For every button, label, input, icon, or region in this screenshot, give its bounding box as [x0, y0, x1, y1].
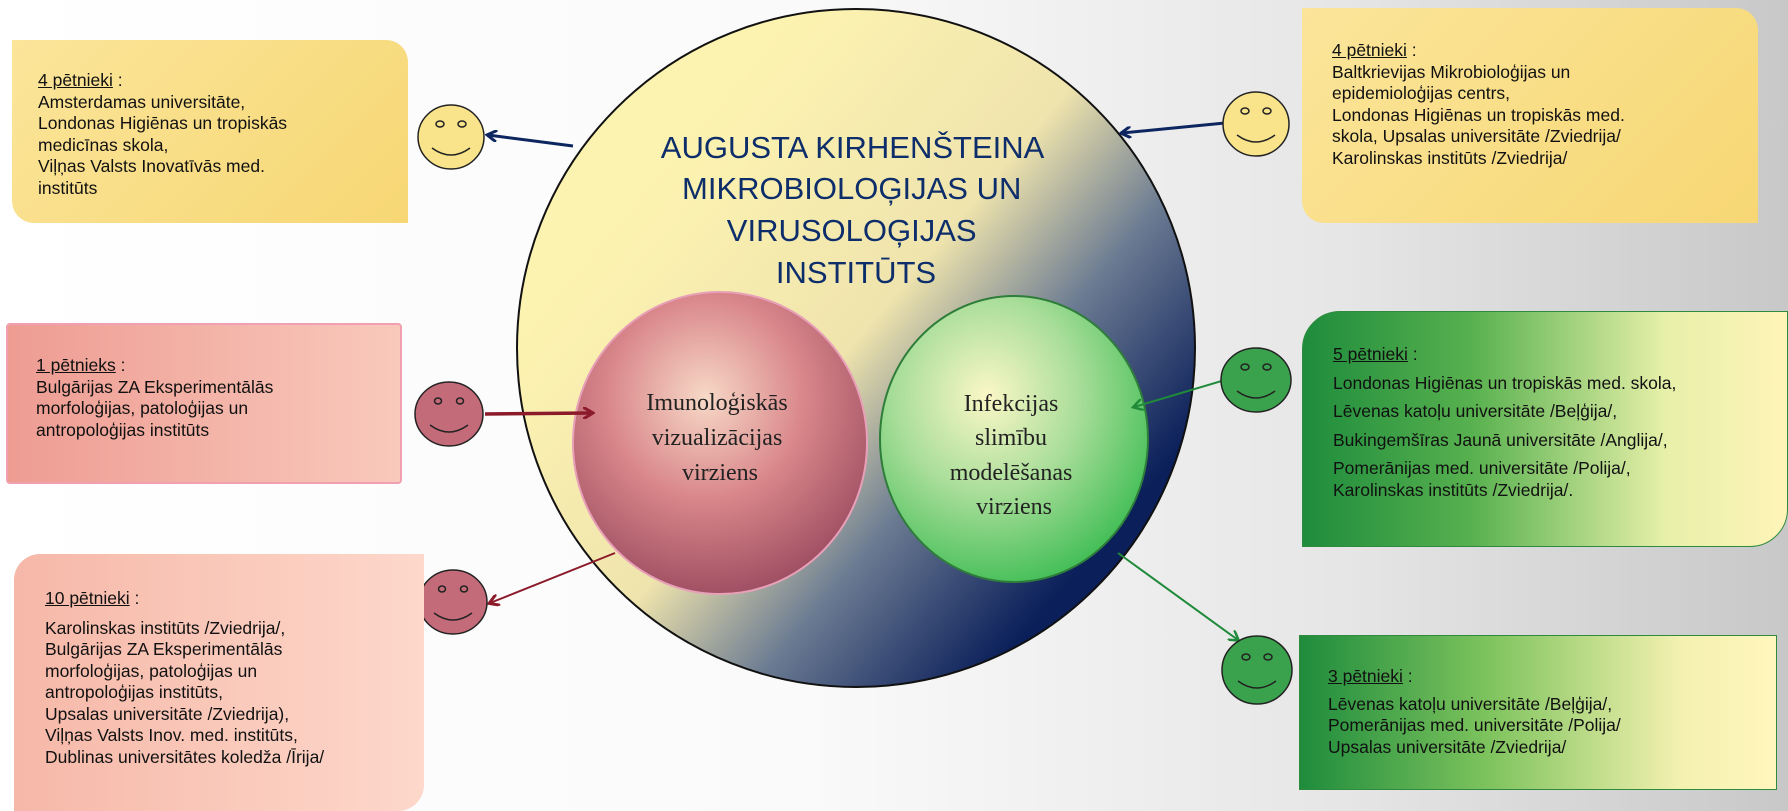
box-line: antropoloģijas institūts	[36, 419, 210, 440]
infection-label-line: slimību	[975, 425, 1047, 451]
immunology-label: Imunoloģiskās vizualizācijas virziens	[646, 390, 793, 486]
partners-box-bottom-left: 10 pētnieki : Karolinskas institūts /Zvi…	[14, 554, 424, 811]
partners-box-top-right: 4 pētnieki : Baltkrievijas Mikrobioloģij…	[1302, 8, 1758, 223]
box-line: institūts	[38, 177, 98, 198]
box-line: Karolinskas institūts /Zviedrija/	[1332, 147, 1568, 168]
box-line: Upsalas universitāte /Zviedrija),	[45, 703, 290, 724]
immunology-label-line: vizualizācijas	[652, 425, 783, 451]
smiley-icon	[1222, 91, 1290, 157]
smiley-icon	[1220, 347, 1292, 413]
infection-label-line: modelēšanas	[950, 460, 1073, 486]
box-heading: 4 pētnieki	[38, 70, 113, 90]
immunology-label-line: Imunoloģiskās	[646, 390, 787, 416]
box-heading: 5 pētnieki	[1333, 344, 1408, 364]
box-line: antropoloģijas institūts,	[45, 682, 224, 702]
box-heading-suffix: :	[1402, 666, 1413, 686]
institute-title-line: AUGUSTA KIRHENŠTEINA	[661, 130, 1045, 165]
partners-box-top-left: 4 pētnieki : Amsterdamas universitāte, L…	[12, 40, 408, 223]
infection-label: Infekcijas slimību modelēšanas virziens	[950, 391, 1079, 520]
box-line: Londonas Higiēnas un tropiskās med. skol…	[1333, 372, 1677, 393]
institute-title-line: VIRUSOLOĢIJAS	[727, 213, 977, 248]
box-line: medicīnas skola,	[38, 134, 169, 155]
arrow-bottom-right	[1117, 552, 1238, 640]
box-line: Lēvenas katoļu universitāte /Beļģija/,	[1328, 693, 1613, 714]
box-line: Viļņas Valsts Inovatīvās med.	[38, 156, 265, 176]
box-line: Karolinskas institūts /Zviedrija/,	[45, 617, 286, 638]
box-line: skola, Upsalas universitāte /Zviedrija/	[1332, 126, 1621, 146]
box-heading-suffix: :	[115, 355, 126, 375]
institute-title: AUGUSTA KIRHENŠTEINA MIKROBIOLOĢIJAS UN …	[661, 130, 1051, 290]
smiley-icon	[1221, 635, 1293, 705]
arrow-top-left	[488, 135, 574, 148]
smiley-icon	[417, 104, 485, 170]
box-line: Upsalas universitāte /Zviedrija/	[1328, 736, 1567, 757]
box-line: Pomerānijas med. universitāte /Polija/	[1328, 715, 1621, 735]
box-heading-suffix: :	[1407, 344, 1418, 364]
box-line: Bukingemšīras Jaunā universitāte /Anglij…	[1333, 429, 1668, 450]
smiley-icon	[414, 381, 484, 447]
partners-box-mid-right: 5 pētnieki : Londonas Higiēnas un tropis…	[1302, 311, 1788, 547]
box-line: morfoloģijas, patoloģijas un	[45, 660, 258, 681]
box-heading: 10 pētnieki	[45, 588, 130, 608]
box-heading-suffix: :	[112, 70, 123, 90]
arrow-top-right	[1122, 121, 1226, 133]
box-line: Londonas Higiēnas un tropiskās	[38, 113, 288, 133]
box-heading: 3 pētnieki	[1328, 666, 1403, 686]
box-line: Bulgārijas ZA Eksperimentālās	[45, 639, 283, 659]
box-line: Amsterdamas universitāte,	[38, 91, 246, 112]
box-line: Baltkrievijas Mikrobioloģijas un	[1332, 61, 1571, 82]
immunology-label-line: virziens	[682, 460, 758, 486]
box-heading-line: 5 pētnieki :	[1333, 344, 1773, 366]
arrow-mid-left	[484, 413, 592, 414]
arrow-mid-right	[1134, 379, 1226, 407]
box-line: Lēvenas katoļu universitāte /Beļģija/,	[1333, 401, 1618, 421]
box-heading-suffix: :	[1406, 40, 1417, 60]
box-line: epidemioloģijas centrs,	[1332, 83, 1511, 103]
box-line: Bulgārijas ZA Eksperimentālās	[36, 376, 274, 397]
infection-label-line: Infekcijas	[964, 391, 1059, 417]
box-heading-line: 4 pētnieki :	[38, 70, 394, 92]
partners-box-bottom-right: 3 pētnieki : Lēvenas katoļu universitāte…	[1299, 635, 1777, 790]
partners-box-mid-left: 1 pētnieks : Bulgārijas ZA Eksperimentāl…	[6, 323, 402, 484]
box-line: Londonas Higiēnas un tropiskās med.	[1332, 104, 1625, 125]
box-heading-line: 10 pētnieki :	[45, 588, 410, 610]
box-heading-suffix: :	[129, 588, 140, 608]
box-line: morfoloģijas, patoloģijas un	[36, 398, 249, 418]
box-heading: 4 pētnieki	[1332, 40, 1407, 60]
box-heading-line: 3 pētnieki :	[1328, 666, 1762, 688]
institute-title-line: INSTITŪTS	[776, 255, 936, 290]
box-heading: 1 pētnieks	[36, 355, 116, 375]
infection-label-line: virziens	[976, 494, 1052, 520]
box-line: Karolinskas institūts /Zviedrija/.	[1333, 479, 1574, 500]
smiley-icon	[418, 569, 488, 635]
box-line: Pomerānijas med. universitāte /Polija/,	[1333, 458, 1631, 478]
institute-title-line: MIKROBIOLOĢIJAS UN	[682, 171, 1021, 206]
arrow-bottom-left	[490, 552, 616, 603]
box-heading-line: 4 pētnieki :	[1332, 40, 1744, 62]
infection-circle	[879, 295, 1149, 583]
box-heading-line: 1 pētnieks :	[36, 355, 386, 377]
immunology-circle	[572, 291, 868, 595]
box-line: Viļņas Valsts Inov. med. institūts,	[45, 725, 298, 745]
box-line: Dublinas universitātes koledža /Īrija/	[45, 746, 325, 767]
